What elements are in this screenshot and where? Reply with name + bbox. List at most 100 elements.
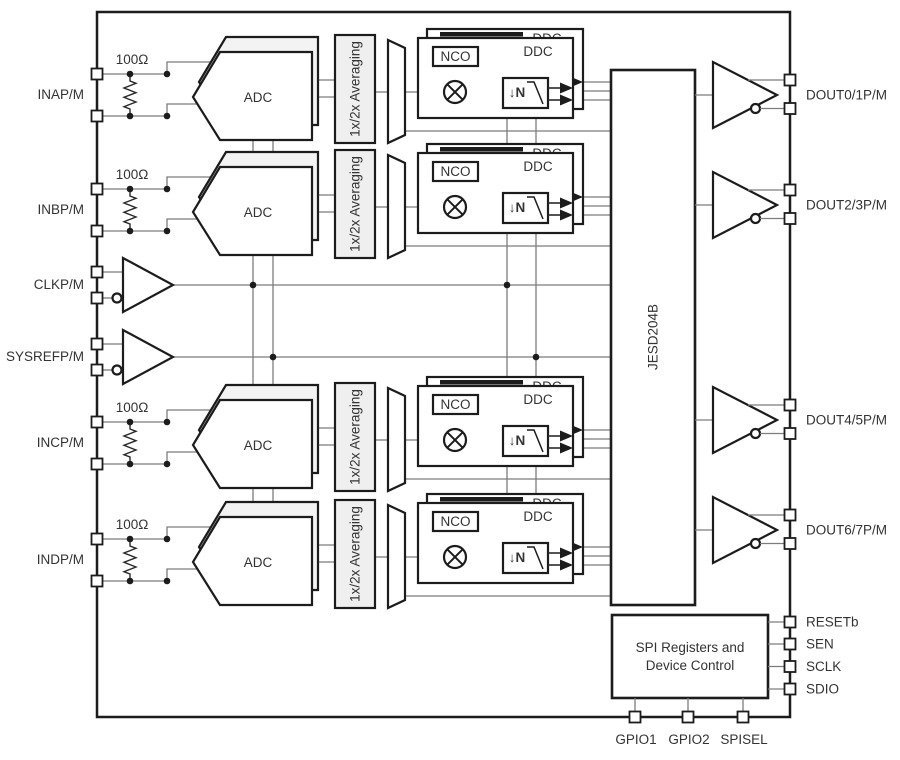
pin-label-gpio: GPIO2 <box>668 732 709 747</box>
termination-label: 100Ω <box>116 52 149 67</box>
inverting-output-bubble-icon <box>749 102 762 115</box>
junction-dot <box>249 281 257 289</box>
averaging-block <box>333 381 377 493</box>
pin-label-clock-input: SYSREFP/M <box>6 349 84 364</box>
junction-dot <box>269 353 277 361</box>
pin-square <box>783 398 797 412</box>
termination-label: 100Ω <box>116 517 149 532</box>
spi-control-label-line1: SPI Registers and <box>636 640 745 655</box>
pin-label-control: SDIO <box>806 682 839 697</box>
filter-slope-icon <box>527 546 544 570</box>
termination-label: 100Ω <box>116 167 149 182</box>
mux-trapezoid <box>386 503 407 610</box>
pin-label-clock-input: CLKP/M <box>34 277 84 292</box>
adc-label: ADC <box>244 438 273 453</box>
pin-square <box>90 109 104 123</box>
mixer-cross-icon <box>446 548 464 566</box>
nco-block <box>431 45 480 68</box>
decimation-label: ↓N <box>509 433 526 448</box>
averaging-label: 1x/2x Averaging <box>348 41 363 137</box>
adc-block <box>191 398 314 490</box>
termination-resistor-icon <box>122 422 138 464</box>
pin-square <box>90 265 104 279</box>
decimation-label: ↓N <box>509 85 526 100</box>
nco-label: NCO <box>441 397 471 412</box>
pin-square <box>783 73 797 87</box>
averaging-block <box>333 33 377 145</box>
signal-arrow-icon <box>572 425 583 435</box>
junction-dot <box>126 185 134 193</box>
pin-square <box>736 710 750 724</box>
wire <box>166 218 200 231</box>
wire <box>166 451 200 464</box>
termination-resistor-icon <box>122 539 138 581</box>
junction-dot <box>163 535 171 543</box>
clock-buffer-icon <box>121 328 176 386</box>
decimation-filter-block <box>501 76 550 110</box>
mixer-cross-icon <box>446 83 464 101</box>
adc-label: ADC <box>244 205 273 220</box>
signal-arrow-icon <box>560 197 573 209</box>
decimation-filter-block <box>501 424 550 458</box>
ddc-back-edge-icon <box>440 32 523 37</box>
pin-label-control: SCLK <box>806 659 841 674</box>
mux-trapezoid <box>386 38 407 145</box>
wire <box>166 61 214 74</box>
ddc-back-edge-icon <box>440 380 523 385</box>
averaging-label: 1x/2x Averaging <box>348 156 363 252</box>
pin-label-data-output: DOUT6/7P/M <box>806 523 887 538</box>
wire <box>166 176 214 189</box>
pin-square <box>90 224 104 238</box>
wire <box>166 409 214 422</box>
jesd204b-block <box>609 68 697 607</box>
nco-block <box>431 160 480 183</box>
signal-arrow-icon <box>560 209 573 221</box>
averaging-label: 1x/2x Averaging <box>348 506 363 602</box>
decimation-filter-block <box>501 541 550 575</box>
averaging-label: 1x/2x Averaging <box>348 389 363 485</box>
inverting-output-bubble-icon <box>749 212 762 225</box>
pin-square <box>90 363 104 377</box>
pin-square <box>783 427 797 440</box>
inverting-input-bubble-icon <box>111 364 123 376</box>
adc-block <box>191 50 314 142</box>
pin-square <box>783 615 797 629</box>
junction-dot <box>532 353 540 361</box>
junction-dot <box>126 227 134 235</box>
junction-dot <box>163 185 171 193</box>
pin-square <box>90 415 104 429</box>
junction-dot <box>126 418 134 426</box>
junction-dot <box>163 460 171 468</box>
junction-dot <box>126 70 134 78</box>
adc-label: ADC <box>244 90 273 105</box>
pin-square <box>783 508 797 522</box>
nco-block <box>431 393 480 416</box>
pin-square <box>681 710 695 724</box>
filter-slope-icon <box>527 196 544 220</box>
signal-arrow-icon <box>560 94 573 106</box>
inverting-input-bubble-icon <box>111 292 123 304</box>
wire <box>166 103 200 116</box>
pin-square <box>90 337 104 351</box>
pin-label-data-output: DOUT4/5P/M <box>806 413 887 428</box>
pin-label-analog-input: INAP/M <box>37 87 84 102</box>
junction-dot <box>163 418 171 426</box>
pin-label-control: RESETb <box>806 615 859 630</box>
pin-square <box>783 660 797 673</box>
inverting-output-bubble-icon <box>749 537 762 550</box>
pin-square <box>90 182 104 196</box>
decimation-label: ↓N <box>509 550 526 565</box>
pin-square <box>628 710 642 724</box>
nco-label: NCO <box>441 164 471 179</box>
mux-trapezoid <box>386 153 407 260</box>
ddc-label: DDC <box>523 159 552 174</box>
output-buffer-icon <box>711 60 780 130</box>
ddc-label: DDC <box>523 44 552 59</box>
junction-dot <box>503 281 511 289</box>
ddc-back-edge-icon <box>440 497 523 502</box>
pin-square <box>783 183 797 197</box>
pin-square <box>90 574 104 588</box>
ddc-label: DDC <box>523 509 552 524</box>
pin-label-control: SEN <box>806 637 834 652</box>
